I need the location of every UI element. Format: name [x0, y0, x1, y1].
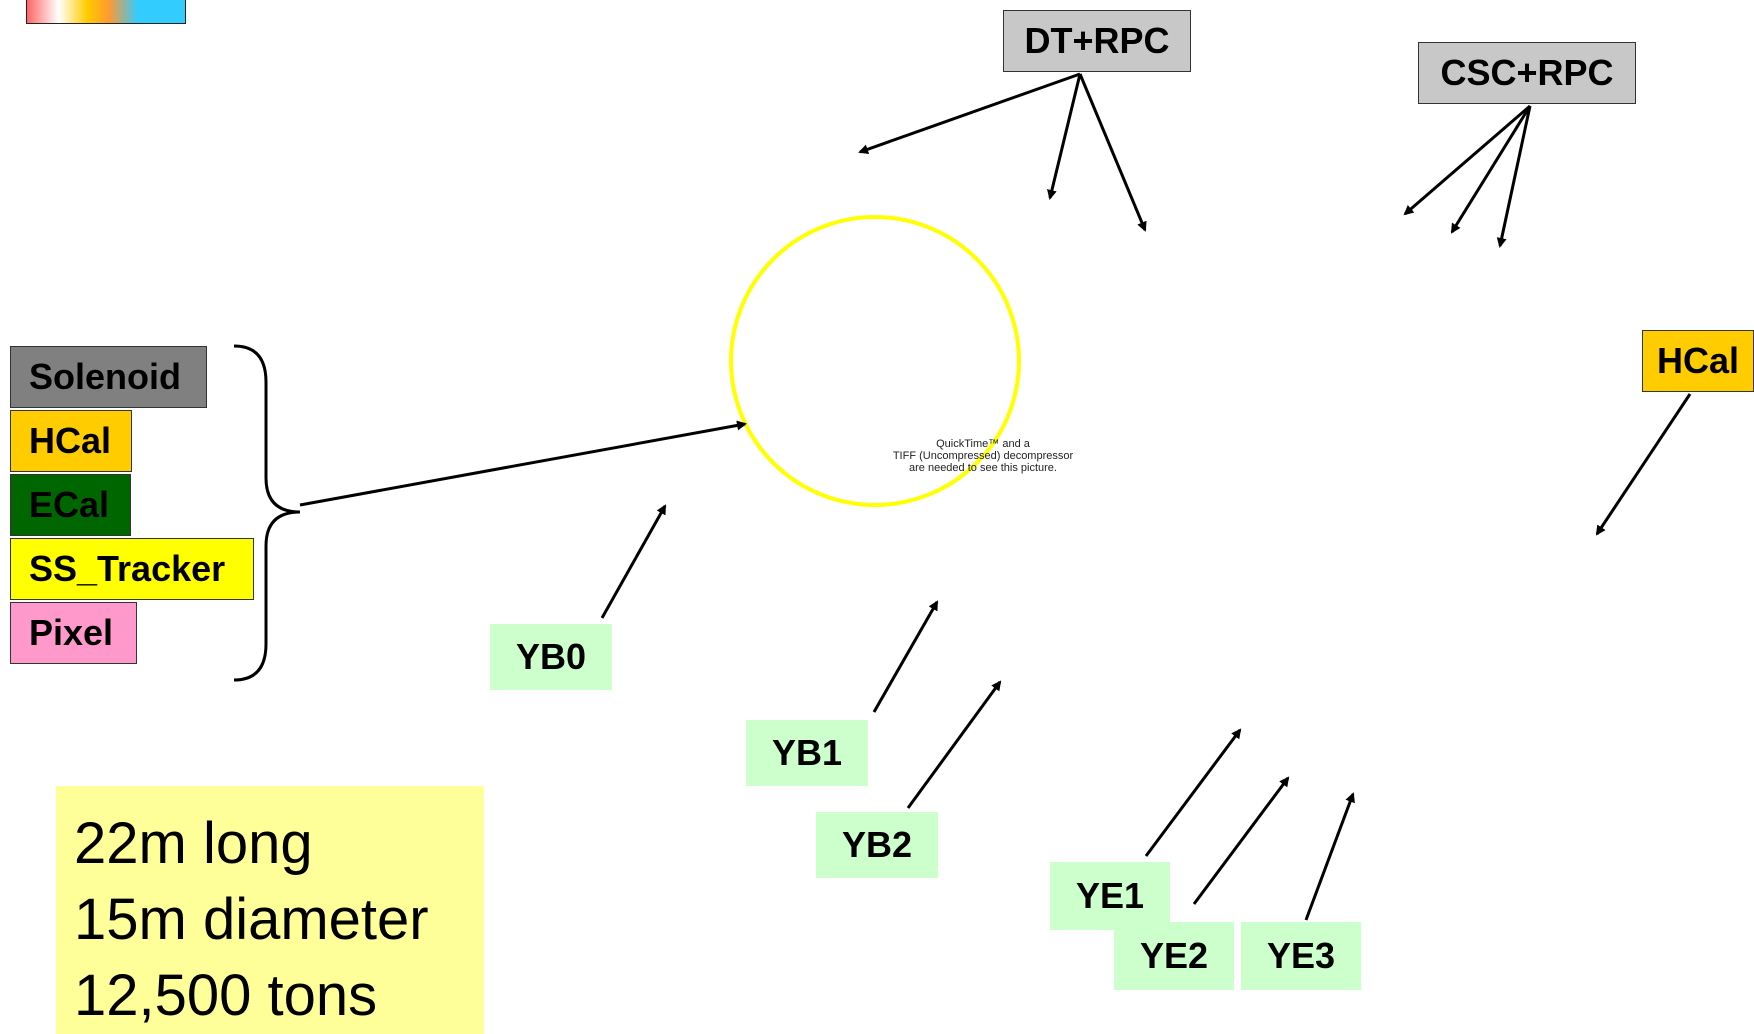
solenoid-label: Solenoid: [10, 346, 207, 408]
arrow-csc-rpc-2: [1450, 105, 1532, 234]
ye3-label: YE3: [1241, 922, 1361, 990]
ss-tracker-label: SS_Tracker: [10, 538, 254, 600]
arrow-csc-rpc-3: [1496, 105, 1532, 248]
arrow-yb2: [906, 680, 1002, 809]
arrow-brace: [299, 420, 747, 507]
arrow-dt-rpc-2: [1047, 73, 1082, 200]
arrow-dt-rpc-3: [1078, 73, 1147, 232]
csc-rpc-label: CSC+RPC: [1418, 42, 1636, 104]
highlight-circle: [729, 215, 1021, 507]
missing-image-notice: QuickTime™ and a TIFF (Uncompressed) dec…: [853, 438, 1113, 474]
curly-brace: [233, 344, 301, 682]
hcal-right-label: HCal: [1642, 330, 1754, 392]
detector-facts-box: 22m long 15m diameter 12,500 tons: [56, 786, 484, 1034]
pixel-label: Pixel: [10, 602, 137, 664]
arrow-yb0: [600, 504, 667, 619]
arrow-ye1: [1144, 728, 1242, 857]
hcal-label: HCal: [10, 410, 132, 472]
ecal-label: ECal: [10, 474, 131, 536]
fact-length: 22m long: [74, 811, 313, 876]
yb2-label: YB2: [816, 812, 938, 878]
arrow-dt-rpc-1: [858, 72, 1081, 155]
arrow-ye2: [1192, 776, 1290, 905]
notice-line-3: are needed to see this picture.: [909, 462, 1057, 474]
notice-line-1: QuickTime™ and a: [936, 438, 1030, 450]
fact-weight: 12,500 tons: [74, 963, 378, 1028]
cms-logo-icon: [26, 0, 186, 24]
arrow-hcal-right: [1595, 393, 1692, 536]
arrow-csc-rpc-1: [1403, 104, 1531, 216]
fact-diameter: 15m diameter: [74, 887, 429, 952]
yb0-label: YB0: [490, 624, 612, 690]
arrow-ye3: [1304, 792, 1355, 921]
ye2-label: YE2: [1114, 922, 1234, 990]
notice-line-2: TIFF (Uncompressed) decompressor: [892, 450, 1074, 462]
yb1-label: YB1: [746, 720, 868, 786]
arrow-yb1: [872, 600, 939, 713]
ye1-label: YE1: [1050, 862, 1170, 930]
dt-rpc-label: DT+RPC: [1003, 10, 1191, 72]
